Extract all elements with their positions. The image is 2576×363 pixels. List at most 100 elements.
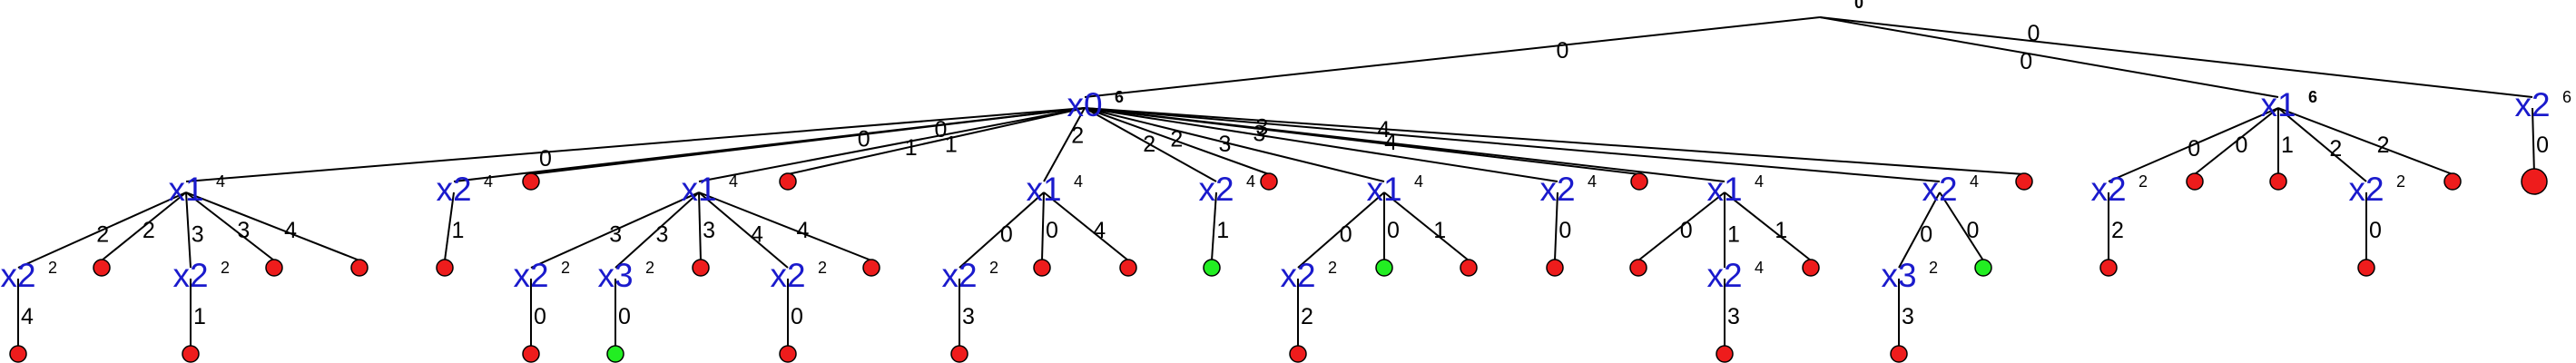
node-count: 2 bbox=[1328, 259, 1337, 277]
edge-label: 3 bbox=[1902, 304, 1914, 329]
leaf-node-red bbox=[93, 259, 111, 277]
tree-edge bbox=[787, 107, 1086, 175]
node-count: 2 bbox=[2138, 172, 2148, 191]
node-count: 4 bbox=[216, 172, 225, 191]
edge-label: 0 bbox=[1558, 218, 1571, 243]
leaf-node-red bbox=[862, 259, 880, 277]
variable-node-label: x2 bbox=[1539, 171, 1575, 208]
tree-edge bbox=[101, 191, 187, 261]
edge-label: 0 bbox=[1046, 218, 1058, 243]
leaf-node-green bbox=[1974, 259, 1992, 277]
edge-label: 4 bbox=[751, 221, 763, 247]
leaf-node-red bbox=[950, 345, 968, 363]
edge-label: 0 bbox=[1340, 221, 1352, 247]
edge-label: 0 bbox=[2536, 132, 2549, 158]
node-count: 4 bbox=[729, 172, 738, 191]
edge-label: 4 bbox=[1384, 130, 1397, 155]
leaf-node-red bbox=[1716, 345, 1734, 363]
tree-edge bbox=[1383, 191, 1470, 261]
tree-edge bbox=[1297, 191, 1385, 269]
tree-edge bbox=[1724, 191, 1812, 261]
edge-label: 1 bbox=[452, 218, 465, 243]
leaf-node-red bbox=[1260, 172, 1278, 191]
tree-edge bbox=[444, 191, 455, 261]
leaf-node-red bbox=[350, 259, 369, 277]
node-count: 0 bbox=[1854, 0, 1863, 12]
leaf-node-red bbox=[2443, 172, 2462, 191]
variable-node-label: x2 bbox=[1280, 257, 1315, 294]
tree-edge bbox=[1898, 191, 1941, 269]
variable-node-label: x2 bbox=[770, 257, 805, 294]
leaf-node-green bbox=[1203, 259, 1221, 277]
node-count: 2 bbox=[1929, 259, 1938, 277]
node-count: 4 bbox=[1414, 172, 1423, 191]
tree-edge bbox=[698, 107, 1086, 182]
node-count: 4 bbox=[1755, 172, 1764, 191]
leaf-node-red bbox=[779, 172, 797, 191]
edge-label: 0 bbox=[1387, 218, 1400, 243]
edge-label: 4 bbox=[1093, 218, 1106, 243]
leaf-node-red bbox=[1119, 259, 1137, 277]
edge-label: 3 bbox=[655, 221, 668, 247]
variable-node-label: x2 bbox=[2348, 171, 2384, 208]
edge-label: 0 bbox=[791, 304, 803, 329]
variable-node-label: x1 bbox=[2260, 86, 2296, 123]
leaf-node-green bbox=[1375, 259, 1393, 277]
leaf-node-red bbox=[692, 259, 710, 277]
tree-edge bbox=[615, 191, 700, 269]
tree-edge bbox=[1211, 191, 1217, 261]
tree-edge bbox=[2108, 107, 2279, 182]
edge-label: 3 bbox=[1219, 132, 1232, 157]
leaf-node-red bbox=[1033, 259, 1051, 277]
variable-node-label: x1 bbox=[681, 171, 716, 208]
tree-edge bbox=[185, 191, 275, 261]
tree-edge bbox=[185, 191, 192, 269]
edge-label: 2 bbox=[1170, 126, 1183, 152]
node-count: 4 bbox=[1755, 259, 1764, 277]
edge-label: 1 bbox=[2281, 132, 2294, 158]
tree-edge bbox=[1084, 107, 1726, 182]
tree-edge bbox=[185, 107, 1086, 182]
node-count: 6 bbox=[2308, 88, 2317, 106]
leaf-node-red bbox=[1460, 259, 1478, 277]
node-count: 6 bbox=[1115, 88, 1124, 106]
tree-edge bbox=[1043, 107, 1086, 182]
edge-label: 4 bbox=[21, 304, 34, 329]
tree-edge bbox=[530, 191, 700, 269]
tree-edge bbox=[1043, 191, 1129, 261]
leaf-node-red bbox=[436, 259, 454, 277]
variable-node-label: x2 bbox=[513, 257, 548, 294]
variable-node-label: x3 bbox=[597, 257, 633, 294]
edge-label: 1 bbox=[945, 132, 958, 157]
tree-edge bbox=[1637, 191, 1726, 261]
edge-label: 2 bbox=[2377, 132, 2390, 158]
leaf-node-red bbox=[522, 345, 540, 363]
edge-label: 2 bbox=[1071, 123, 1084, 149]
edge-label: 0 bbox=[2020, 49, 2032, 74]
leaf-node-red bbox=[2015, 172, 2033, 191]
leaf-node-red bbox=[2269, 172, 2287, 191]
variable-node-label: x2 bbox=[941, 257, 977, 294]
tree-edge bbox=[2194, 107, 2279, 175]
edge-label: 2 bbox=[2111, 218, 2124, 243]
tree-edge bbox=[1554, 191, 1558, 261]
variable-node-label: x0 bbox=[1067, 86, 1102, 123]
variable-node-label: x2 bbox=[2514, 86, 2550, 123]
edge-label: 4 bbox=[797, 218, 810, 243]
edge-label: 3 bbox=[962, 304, 975, 329]
tree-edge bbox=[1041, 191, 1045, 261]
edge-label: 0 bbox=[1557, 38, 1569, 64]
tree-edge bbox=[2532, 107, 2535, 175]
edge-label: 0 bbox=[2235, 132, 2247, 158]
leaf-node-red bbox=[1289, 345, 1307, 363]
tree-edge bbox=[1084, 107, 1270, 175]
tree-edge bbox=[1084, 107, 1385, 182]
variable-node-label: x2 bbox=[1706, 257, 1742, 294]
tree-edge bbox=[1084, 16, 1821, 98]
edge-label: 0 bbox=[2188, 136, 2200, 162]
variable-node-label: x2 bbox=[172, 257, 208, 294]
edge-label: 2 bbox=[1143, 132, 1155, 157]
variable-node-label: x2 bbox=[1922, 171, 1957, 208]
edge-label: 0 bbox=[618, 304, 631, 329]
